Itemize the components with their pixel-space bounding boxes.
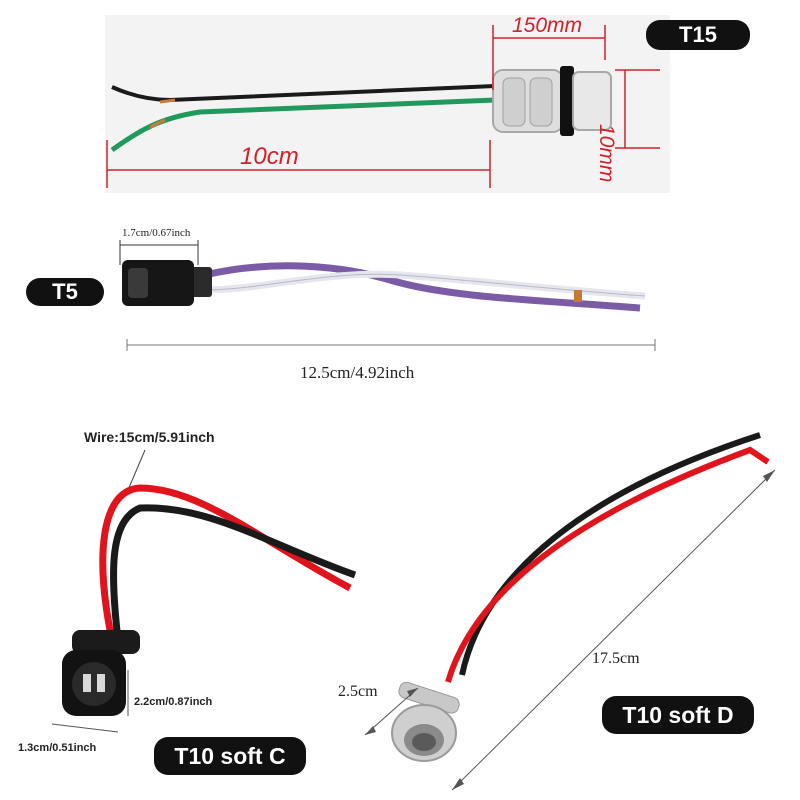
t10c-socket-opening [72,662,116,706]
t15-dim-top-label: 150mm [512,14,583,37]
t5-socket-face [128,268,148,298]
t5-socket-neck [190,267,212,297]
t10c-contact-left [83,674,91,692]
t15-socket-lobe-right [529,77,553,127]
t10d-socket-harness [364,432,776,791]
t10c-wire-pointer [127,449,146,491]
t15-green-wire-copper-tip [149,118,166,129]
t15-gasket [560,66,574,136]
t10c-dim-wire-label: Wire:15cm/5.91inch [84,429,215,445]
t5-copper-crimp [574,290,582,302]
t15-tag: T15 [646,20,750,50]
t10c-tag: T10 soft C [154,737,306,775]
t15-dim-side-label: 10mm [595,124,618,183]
t10d-dim-socket-line [364,687,419,736]
t15-black-wire-copper-tip [159,98,176,104]
t10d-dim-length-label: 17.5cm [592,650,640,667]
t15-dim-length-label: 10cm [240,143,299,170]
t10c-socket-flange [72,630,140,654]
t10d-black-wire [459,432,761,676]
t10d-tag: T10 soft D [602,696,754,734]
t10c-dim-width-line [51,723,119,733]
t15-socket-harness [105,15,670,193]
t10c-dim-width-label: 1.3cm/0.51inch [18,742,97,754]
t10c-socket-harness [51,449,357,733]
t15-socket-lobe-left [502,77,526,127]
t10d-red-wire [445,446,770,683]
t5-dim-socket-label: 1.7cm/0.67inch [122,227,191,239]
t10c-contact-right [97,674,105,692]
t5-dim-length-label: 12.5cm/4.92inch [300,363,415,382]
t10d-dim-length-line [451,469,776,791]
t5-socket-harness [119,240,656,351]
t5-purple-wire [204,262,641,312]
t10d-dim-socket-label: 2.5cm [338,683,378,700]
t10c-dim-height-label: 2.2cm/0.87inch [134,696,213,708]
t15-socket-head [572,71,612,131]
t10c-black-wire [110,504,357,641]
t5-tag: T5 [26,278,104,306]
